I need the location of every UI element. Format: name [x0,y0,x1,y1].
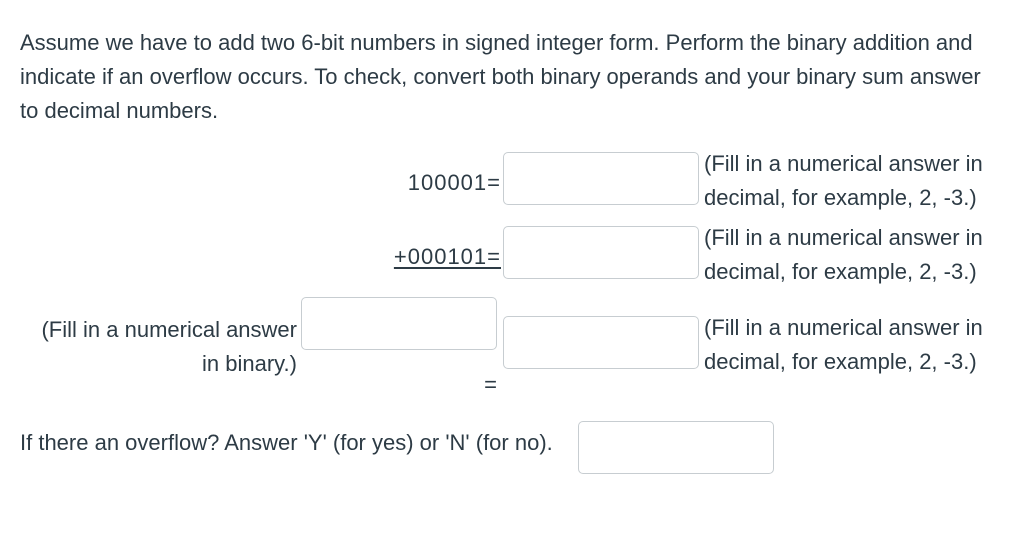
decimal-hint-line2: decimal, for example, 2, -3.) [704,259,977,284]
sum-decimal-input[interactable] [503,316,699,369]
decimal-hint-line1: (Fill in a numerical answer in [704,315,983,340]
operand1-label: 100001= [407,170,501,195]
decimal-hint-line2: decimal, for example, 2, -3.) [704,349,977,374]
question-prompt: Assume we have to add two 6-bit numbers … [20,30,981,123]
binary-hint-line2: in binary.) [202,351,297,376]
overflow-prompt: If there an overflow? Answer 'Y' (for ye… [20,430,553,455]
decimal-hint-line1: (Fill in a numerical answer in [704,151,983,176]
decimal-hint-operand2: (Fill in a numerical answer in decimal, … [704,221,1014,289]
decimal-hint-operand1: (Fill in a numerical answer in decimal, … [704,147,1014,215]
decimal-hint-line1: (Fill in a numerical answer in [704,225,983,250]
binary-hint-line1: (Fill in a numerical answer [41,317,297,342]
decimal-hint-line2: decimal, for example, 2, -3.) [704,185,977,210]
equals-sign: = [484,372,497,397]
operand2-label: +000101= [393,244,501,269]
decimal-hint-sum: (Fill in a numerical answer in decimal, … [704,311,1014,379]
overflow-answer-input[interactable] [578,421,774,474]
operand2-decimal-input[interactable] [503,226,699,279]
operand1-decimal-input[interactable] [503,152,699,205]
sum-binary-input[interactable] [301,297,497,350]
binary-hint: (Fill in a numerical answer in binary.) [20,313,297,381]
